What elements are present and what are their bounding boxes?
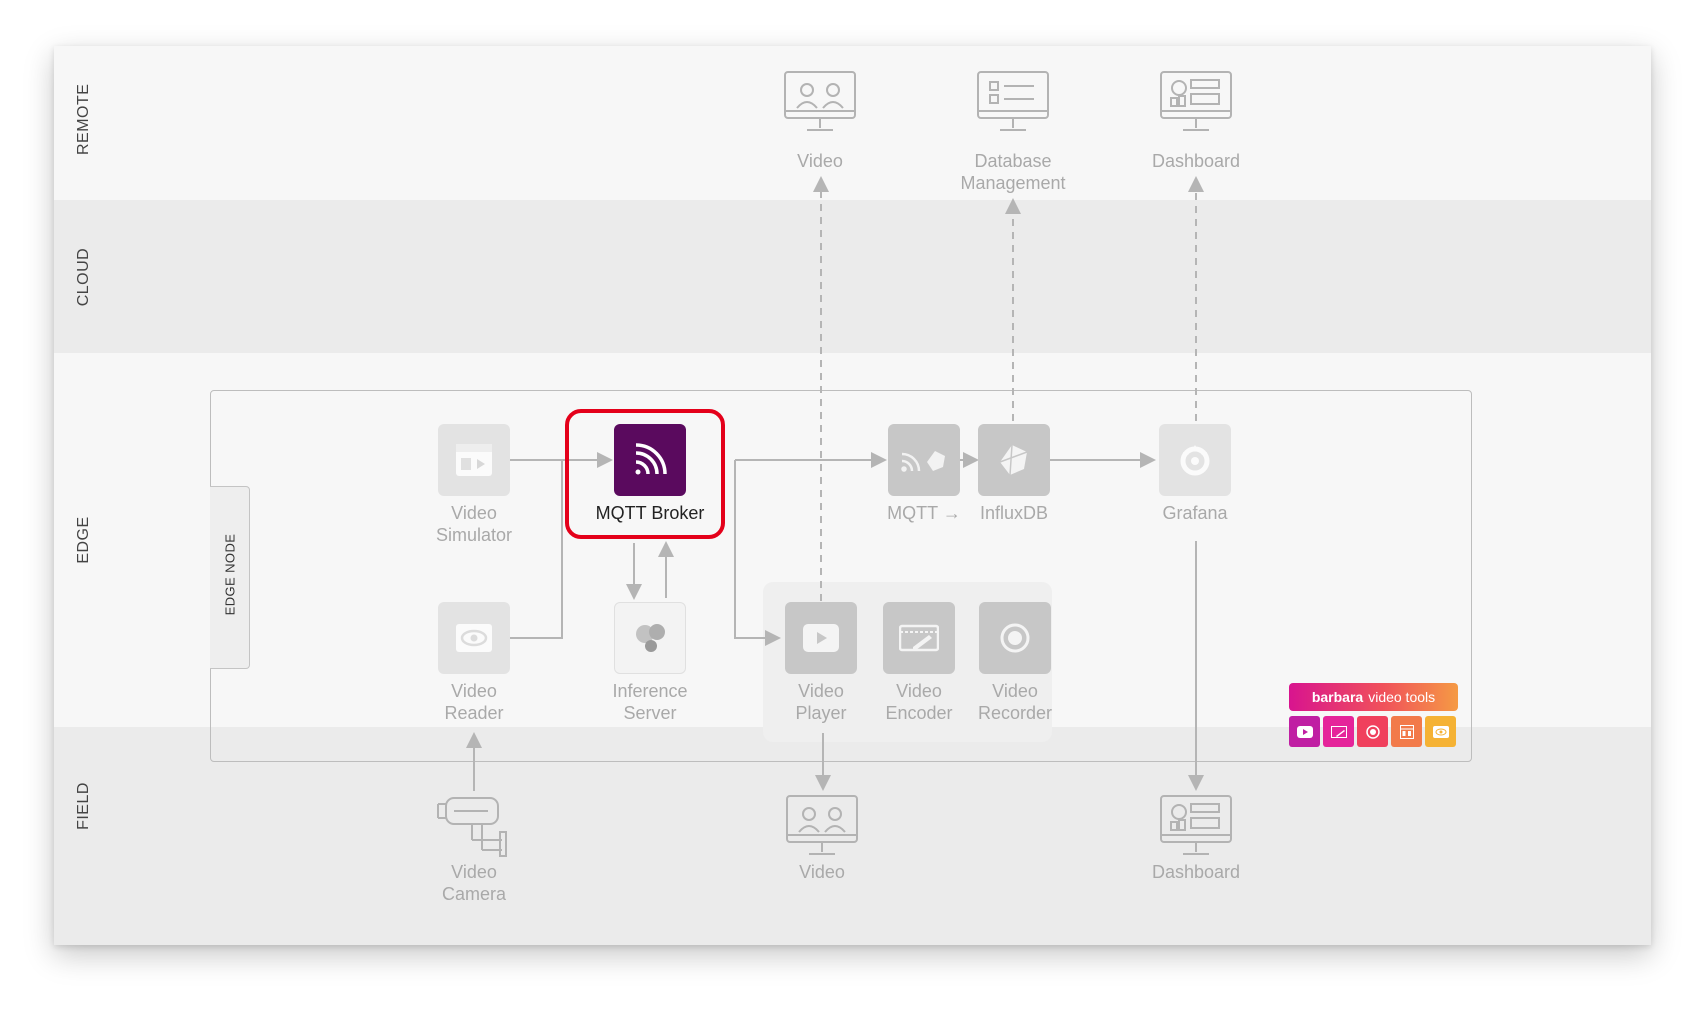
video-reader-label: Video Reader xyxy=(444,681,504,723)
video-recorder-node[interactable] xyxy=(979,602,1051,674)
inference-server-label: Inference Server xyxy=(612,681,688,723)
influxdb-icon xyxy=(999,444,1028,476)
mqtt-influx-icon xyxy=(901,451,945,472)
video-encoder-node[interactable] xyxy=(883,602,955,674)
remote-database-label: Database Management xyxy=(960,151,1066,193)
edge-node-tab: EDGE NODE xyxy=(210,486,250,669)
remote-database-monitor-icon xyxy=(976,70,1050,141)
link-broker-player xyxy=(734,460,781,646)
mqtt-broker-label: MQTT Broker xyxy=(595,503,705,523)
architecture-diagram: REMOTE CLOUD EDGE FIELD EDGE NODE xyxy=(54,46,1651,945)
video-recorder-label: Video Recorder xyxy=(977,681,1053,723)
record-icon xyxy=(1000,623,1030,653)
badge-simulator-icon xyxy=(1391,716,1422,747)
video-simulator-label: Video Simulator xyxy=(435,503,513,545)
influxdb-node[interactable] xyxy=(978,424,1050,496)
video-player-node[interactable] xyxy=(785,602,857,674)
badge-brand: barbara xyxy=(1311,689,1364,705)
field-video-monitor-icon xyxy=(785,794,859,865)
video-player-label: Video Player xyxy=(795,681,847,723)
play-icon xyxy=(803,624,839,652)
remote-dashboard-monitor-icon xyxy=(1159,70,1233,141)
inference-icon xyxy=(636,624,665,652)
field-video-label: Video xyxy=(799,862,845,882)
video-encoder-label: Video Encoder xyxy=(885,681,953,723)
video-camera-icon xyxy=(436,794,512,869)
mqtt-broker-highlight xyxy=(565,409,725,539)
influxdb-label: InfluxDB xyxy=(979,503,1049,523)
mqtt-influx-label: MQTT → xyxy=(887,503,961,523)
simulator-icon xyxy=(456,444,492,476)
grafana-icon xyxy=(1180,445,1210,476)
connections xyxy=(466,176,1204,791)
remote-dashboard-label: Dashboard xyxy=(1151,151,1241,171)
badge-product: video tools xyxy=(1368,689,1436,705)
encoder-icon xyxy=(899,624,939,652)
link-reader-broker xyxy=(510,460,563,639)
grafana-label: Grafana xyxy=(1162,503,1228,523)
video-reader-node[interactable] xyxy=(438,602,510,674)
badge-record-icon xyxy=(1357,716,1388,747)
badge-eye-icon xyxy=(1425,716,1456,747)
field-video-camera-label: Video Camera xyxy=(441,862,507,904)
remote-video-monitor-icon xyxy=(783,70,857,141)
remote-video-label: Video xyxy=(797,151,843,171)
mqtt-influx-node[interactable] xyxy=(888,424,960,496)
mqtt-broker-node[interactable] xyxy=(614,424,686,496)
grafana-node[interactable] xyxy=(1159,424,1231,496)
badge-encoder-icon xyxy=(1323,716,1354,747)
field-dashboard-label: Dashboard xyxy=(1151,862,1241,882)
mqtt-icon xyxy=(635,443,667,475)
inference-server-node[interactable] xyxy=(614,602,686,674)
reader-eye-icon xyxy=(456,624,492,652)
field-dashboard-monitor-icon xyxy=(1159,794,1233,865)
video-simulator-node[interactable] xyxy=(438,424,510,496)
badge-play-icon xyxy=(1289,716,1320,747)
band-cloud: CLOUD xyxy=(54,200,1651,353)
